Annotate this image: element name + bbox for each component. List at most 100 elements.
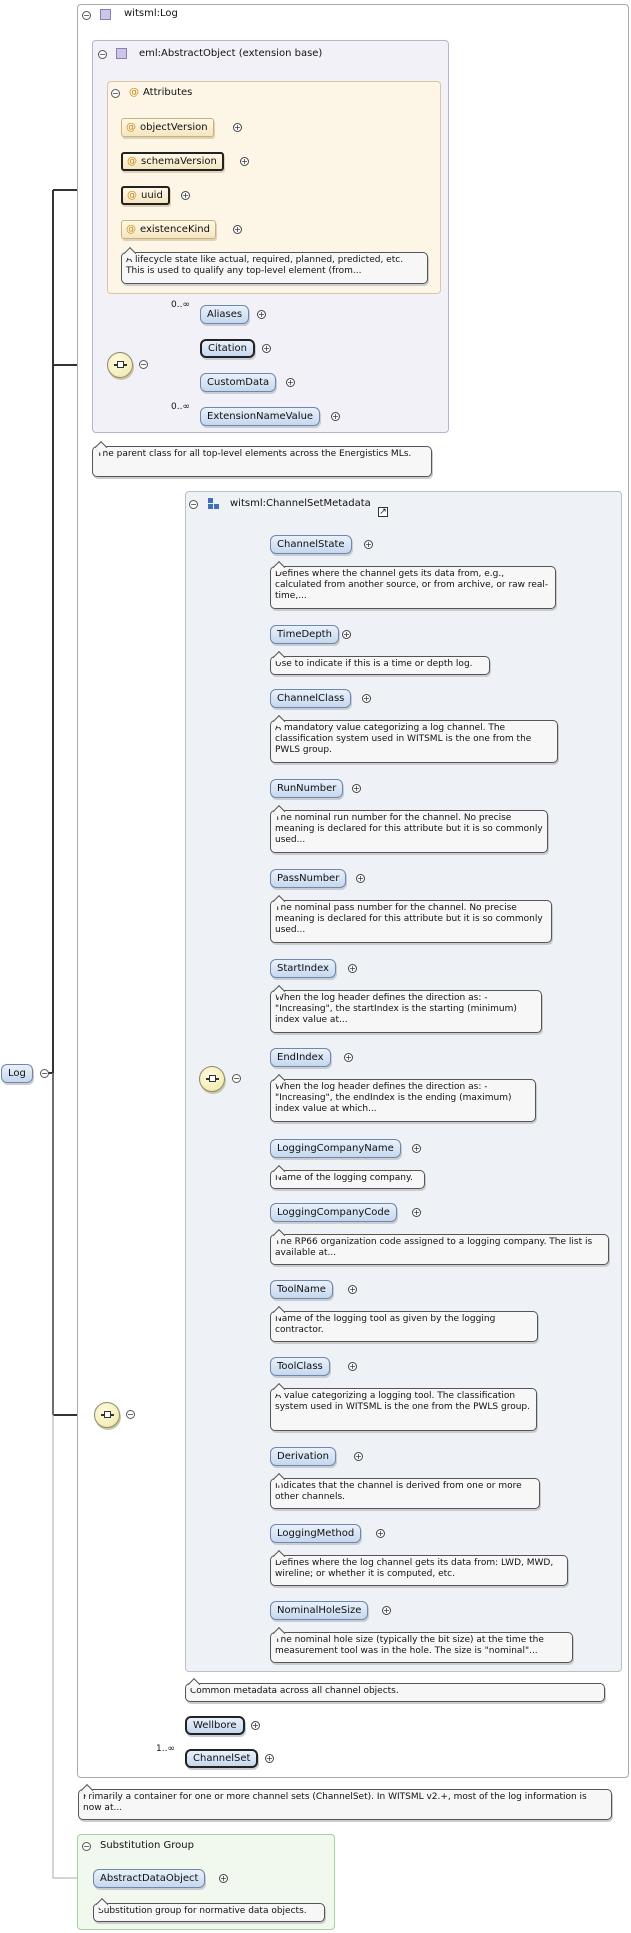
channelset-occurrence: 1..∞ <box>156 1744 175 1754</box>
channelsetmetadata-title: witsml:ChannelSetMetadata <box>230 498 371 509</box>
element-wellbore[interactable]: Wellbore <box>185 1716 245 1735</box>
attribute-at-icon: @ <box>126 224 136 235</box>
element-loggingmethod[interactable]: LoggingMethod <box>270 1524 362 1543</box>
element-loggingcompanycode[interactable]: LoggingCompanyCode <box>270 1203 397 1222</box>
group-type-icon <box>208 498 220 510</box>
expand-plus-icon[interactable]: + <box>331 412 340 421</box>
expand-plus-icon[interactable]: + <box>364 540 373 549</box>
attribute-schemaversion[interactable]: @ schemaVersion <box>121 152 224 171</box>
complex-type-icon <box>116 48 127 59</box>
expand-plus-icon[interactable]: + <box>354 1452 363 1461</box>
element-startindex[interactable]: StartIndex <box>270 959 336 978</box>
channelsetmetadata-documentation: Common metadata across all channel objec… <box>185 1683 605 1702</box>
expand-plus-icon[interactable]: + <box>262 344 271 353</box>
external-link-icon[interactable]: ↗ <box>378 507 388 517</box>
element-passnumber[interactable]: PassNumber <box>270 869 347 888</box>
collapse-toggle-icon[interactable]: − <box>139 360 148 369</box>
collapse-toggle-icon[interactable]: − <box>40 1069 49 1078</box>
expand-plus-icon[interactable]: + <box>342 630 351 639</box>
element-documentation: Defines where the log channel gets its d… <box>270 1555 568 1586</box>
attribute-at-icon: @ <box>126 122 136 133</box>
substitution-group-documentation: Substitution group for normative data ob… <box>93 1903 325 1922</box>
element-documentation: Name of the logging company. <box>270 1170 425 1189</box>
abstract-object-documentation: The parent class for all top-level eleme… <box>92 446 432 477</box>
collapse-toggle-icon[interactable]: − <box>82 1842 91 1851</box>
element-nominalholesize[interactable]: NominalHoleSize <box>270 1601 369 1620</box>
expand-plus-icon[interactable]: + <box>352 784 361 793</box>
expand-plus-icon[interactable]: + <box>412 1208 421 1217</box>
attribute-label: schemaVersion <box>141 156 217 167</box>
element-loggingcompanyname[interactable]: LoggingCompanyName <box>270 1139 401 1158</box>
element-documentation: Defines where the channel gets its data … <box>270 566 556 609</box>
element-documentation: Name of the logging tool as given by the… <box>270 1311 538 1342</box>
collapse-toggle-icon[interactable]: − <box>189 500 198 509</box>
expand-plus-icon[interactable]: + <box>362 694 371 703</box>
expand-plus-icon[interactable]: + <box>382 1606 391 1615</box>
element-citation[interactable]: Citation <box>200 339 255 358</box>
sequence-compositor-icon[interactable] <box>107 352 133 378</box>
expand-plus-icon[interactable]: + <box>233 225 242 234</box>
expand-plus-icon[interactable]: + <box>348 964 357 973</box>
log-documentation: Primarily a container for one or more ch… <box>78 1789 612 1820</box>
expand-plus-icon[interactable]: + <box>412 1144 421 1153</box>
attribute-at-icon: @ <box>127 156 137 167</box>
expand-plus-icon[interactable]: + <box>348 1362 357 1371</box>
expand-plus-icon[interactable]: + <box>219 1874 228 1883</box>
attributes-title: Attributes <box>143 87 193 98</box>
collapse-toggle-icon[interactable]: − <box>98 50 107 59</box>
attribute-label: existenceKind <box>140 224 210 235</box>
element-documentation: Indicates that the channel is derived fr… <box>270 1478 540 1509</box>
collapse-toggle-icon[interactable]: − <box>126 1410 135 1419</box>
attribute-objectversion[interactable]: @ objectVersion <box>121 118 214 137</box>
element-documentation: A value categorizing a logging tool. The… <box>270 1388 537 1431</box>
element-documentation: Use to indicate if this is a time or dep… <box>270 656 490 675</box>
expand-plus-icon[interactable]: + <box>181 191 190 200</box>
collapse-toggle-icon[interactable]: − <box>111 89 120 98</box>
collapse-toggle-icon[interactable]: − <box>82 11 91 20</box>
element-documentation: The nominal pass number for the channel.… <box>270 900 552 943</box>
attribute-existencekind[interactable]: @ existenceKind <box>121 220 216 239</box>
extensionnamevalue-occurrence: 0..∞ <box>171 402 190 412</box>
element-aliases[interactable]: Aliases <box>200 305 250 324</box>
expand-plus-icon[interactable]: + <box>286 378 295 387</box>
expand-plus-icon[interactable]: + <box>265 1754 274 1763</box>
attribute-at-icon: @ <box>129 87 139 98</box>
element-abstractdataobject[interactable]: AbstractDataObject <box>93 1869 206 1888</box>
aliases-occurrence: 0..∞ <box>171 300 190 310</box>
expand-plus-icon[interactable]: + <box>376 1529 385 1538</box>
element-channelstate[interactable]: ChannelState <box>270 535 352 554</box>
element-channelset[interactable]: ChannelSet <box>185 1749 259 1768</box>
expand-plus-icon[interactable]: + <box>257 310 266 319</box>
element-endindex[interactable]: EndIndex <box>270 1048 331 1067</box>
complex-type-icon <box>100 9 111 20</box>
expand-plus-icon[interactable]: + <box>233 123 242 132</box>
attribute-label: objectVersion <box>140 122 208 133</box>
element-customdata[interactable]: CustomData <box>200 373 277 392</box>
element-documentation: The nominal hole size (typically the bit… <box>270 1632 573 1663</box>
element-channelclass[interactable]: ChannelClass <box>270 689 352 708</box>
log-type-title: witsml:Log <box>124 8 178 19</box>
attribute-at-icon: @ <box>127 190 137 201</box>
expand-plus-icon[interactable]: + <box>240 157 249 166</box>
element-documentation: The RP66 organization code assigned to a… <box>270 1234 609 1265</box>
element-extensionnamevalue[interactable]: ExtensionNameValue <box>200 407 321 426</box>
expand-plus-icon[interactable]: + <box>356 874 365 883</box>
element-timedepth[interactable]: TimeDepth <box>270 625 339 644</box>
element-documentation: The nominal run number for the channel. … <box>270 810 548 853</box>
expand-plus-icon[interactable]: + <box>348 1285 357 1294</box>
sequence-compositor-icon[interactable] <box>199 1066 225 1092</box>
expand-plus-icon[interactable]: + <box>251 1721 260 1730</box>
element-derivation[interactable]: Derivation <box>270 1447 336 1466</box>
sequence-compositor-icon[interactable] <box>94 1402 120 1428</box>
expand-plus-icon[interactable]: + <box>344 1053 353 1062</box>
collapse-toggle-icon[interactable]: − <box>232 1074 241 1083</box>
element-documentation: When the log header defines the directio… <box>270 990 542 1033</box>
element-toolclass[interactable]: ToolClass <box>270 1357 330 1376</box>
abstract-object-title: eml:AbstractObject (extension base) <box>139 48 323 59</box>
element-runnumber[interactable]: RunNumber <box>270 779 344 798</box>
attribute-uuid[interactable]: @uuid <box>121 186 170 205</box>
element-documentation: When the log header defines the directio… <box>270 1079 536 1122</box>
root-element-log[interactable]: Log <box>1 1064 33 1083</box>
element-toolname[interactable]: ToolName <box>270 1280 333 1299</box>
element-documentation: A mandatory value categorizing a log cha… <box>270 720 558 763</box>
